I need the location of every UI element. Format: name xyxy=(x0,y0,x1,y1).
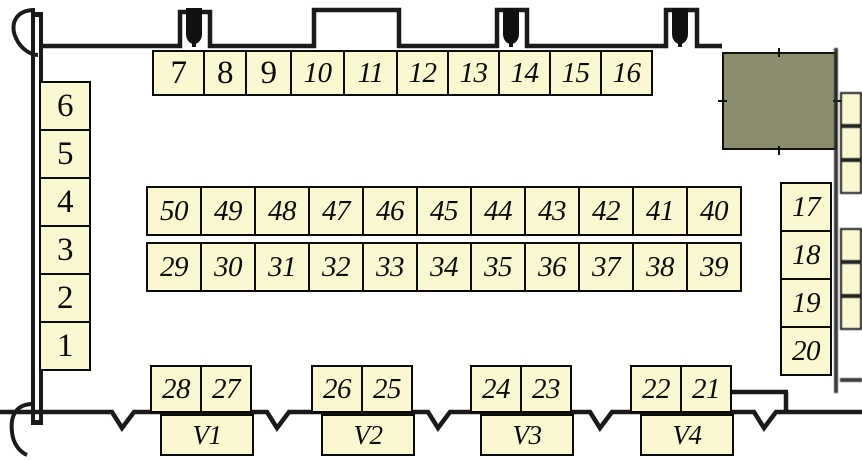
stand-box[interactable]: 50 xyxy=(146,186,202,236)
stand-box[interactable]: 1 xyxy=(39,321,91,371)
stand-box[interactable]: 31 xyxy=(254,242,310,292)
vehicle-zone-label[interactable]: V4 xyxy=(640,414,734,456)
stand-box[interactable]: 23 xyxy=(520,365,572,413)
stand-box[interactable]: 35 xyxy=(470,242,526,292)
stand-box[interactable]: 20 xyxy=(780,326,832,376)
stand-box[interactable]: 4 xyxy=(39,177,91,227)
stand-box[interactable]: 10 xyxy=(290,50,345,96)
stand-box[interactable]: 41 xyxy=(632,186,688,236)
stand-box[interactable]: 28 xyxy=(150,365,202,413)
left-stand-column: 6 5 4 3 2 1 xyxy=(39,81,91,371)
stand-box[interactable]: 38 xyxy=(632,242,688,292)
stand-box[interactable]: 2 xyxy=(39,273,91,323)
stand-box[interactable]: 12 xyxy=(396,50,449,96)
stand-box[interactable]: 36 xyxy=(524,242,580,292)
stand-box[interactable]: 34 xyxy=(416,242,472,292)
vehicle-zone-label[interactable]: V2 xyxy=(321,414,415,456)
stand-box[interactable]: 24 xyxy=(470,365,522,413)
selection-handle-top[interactable] xyxy=(778,48,780,57)
stand-box[interactable]: 22 xyxy=(630,365,682,413)
stand-box[interactable]: 49 xyxy=(200,186,256,236)
column-icon-2 xyxy=(503,8,519,44)
selection-handle-bottom[interactable] xyxy=(778,146,780,155)
column-icon-3 xyxy=(672,8,688,44)
door-arc-bottom-left xyxy=(9,402,34,457)
stand-box[interactable]: 26 xyxy=(311,365,363,413)
stand-box[interactable]: 18 xyxy=(780,230,832,280)
selection-handle-left[interactable] xyxy=(718,100,727,102)
stand-box[interactable]: 13 xyxy=(447,50,500,96)
stand-box[interactable]: 11 xyxy=(343,50,398,96)
stand-box[interactable]: 5 xyxy=(39,129,91,179)
stand-box[interactable]: 16 xyxy=(600,50,653,96)
vehicle-zone-label[interactable]: V1 xyxy=(160,414,254,456)
stand-box[interactable]: 43 xyxy=(524,186,580,236)
stand-box[interactable]: 46 xyxy=(362,186,418,236)
top-stand-row: 7 8 9 10 11 12 13 14 15 16 xyxy=(152,50,653,96)
wall-top xyxy=(41,7,722,49)
column-icon-1 xyxy=(186,8,202,44)
stand-box[interactable]: 39 xyxy=(686,242,742,292)
middle-lower-stand-row: 29 30 31 32 33 34 35 36 37 38 39 xyxy=(146,242,742,292)
stand-box[interactable]: 30 xyxy=(200,242,256,292)
stand-box[interactable]: 45 xyxy=(416,186,472,236)
bottom-stand-pair: 26 25 xyxy=(311,365,413,413)
stand-box[interactable]: 25 xyxy=(361,365,413,413)
right-stand-column: 17 18 19 20 xyxy=(780,182,832,376)
stand-box[interactable]: 19 xyxy=(780,278,832,328)
stand-box[interactable]: 7 xyxy=(152,50,205,96)
stand-box[interactable]: 37 xyxy=(578,242,634,292)
stand-box[interactable]: 9 xyxy=(245,50,292,96)
door-arc-top-left xyxy=(11,8,39,57)
stand-box[interactable]: 40 xyxy=(686,186,742,236)
stand-box[interactable]: 47 xyxy=(308,186,364,236)
stand-box[interactable]: 17 xyxy=(780,182,832,232)
stand-box[interactable]: 21 xyxy=(680,365,732,413)
middle-upper-stand-row: 50 49 48 47 46 45 44 43 42 41 40 xyxy=(146,186,742,236)
stand-box[interactable]: 29 xyxy=(146,242,202,292)
bottom-stand-pair: 22 21 xyxy=(630,365,732,413)
stand-box[interactable]: 3 xyxy=(39,225,91,275)
vehicle-zone-label[interactable]: V3 xyxy=(480,414,574,456)
stand-box[interactable]: 14 xyxy=(498,50,551,96)
clipped-edge-content xyxy=(834,48,862,393)
selected-block[interactable] xyxy=(722,52,837,150)
stand-box[interactable]: 6 xyxy=(39,81,91,131)
bottom-stand-pair: 28 27 xyxy=(150,365,252,413)
stand-box[interactable]: 48 xyxy=(254,186,310,236)
stand-box[interactable]: 27 xyxy=(200,365,252,413)
stand-box[interactable]: 33 xyxy=(362,242,418,292)
stand-box[interactable]: 44 xyxy=(470,186,526,236)
bottom-stand-pair: 24 23 xyxy=(470,365,572,413)
stand-box[interactable]: 42 xyxy=(578,186,634,236)
stand-box[interactable]: 32 xyxy=(308,242,364,292)
stand-box[interactable]: 8 xyxy=(203,50,247,96)
stand-box[interactable]: 15 xyxy=(549,50,602,96)
